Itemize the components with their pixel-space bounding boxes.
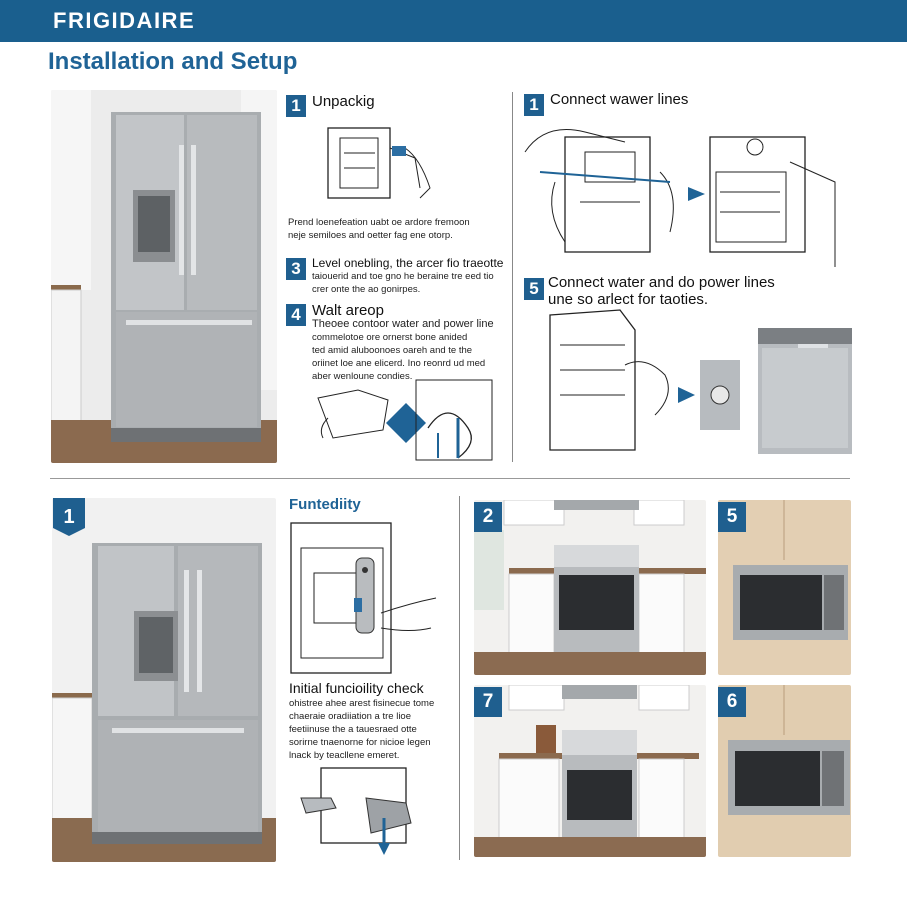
dishwasher-photo: [758, 328, 852, 459]
badge-6: 6: [718, 687, 746, 717]
header-bar: [0, 0, 907, 42]
step-1-badge: 1: [53, 498, 85, 541]
refrigerator-photo: [51, 90, 277, 463]
text-line: feetiinuse the a tauesraed otte: [289, 724, 417, 735]
text-line: aber wenloune condies.: [312, 371, 413, 382]
range-photo-2: [474, 500, 706, 675]
text-line: Prend loenefeation uabt oe ardore fremoo…: [288, 217, 470, 228]
section-divider: [50, 478, 850, 479]
step-1-badge-number: 1: [63, 506, 74, 528]
connect-water-illustration: [520, 112, 850, 272]
text-line: taiouerid and toe gno he beraine tre eed…: [312, 271, 494, 282]
refrigerator-photo-large: [52, 498, 276, 862]
water-line-illustration: [308, 378, 498, 468]
step-5-subtitle: une so arlect for taoties.: [548, 291, 709, 308]
text-line: commelotoe ore ornerst bone anided: [312, 332, 468, 343]
text-line: crer onte the ao gonirpes.: [312, 284, 421, 295]
step-3-label: Level onebling, the arcer fio traeotte: [312, 256, 504, 270]
initial-check-text: ohistree ahee arest fisinecue tome chaer…: [289, 697, 434, 762]
step-1-label: Unpackig: [312, 93, 375, 110]
badge-2: 2: [474, 502, 502, 532]
range-photo-7: [474, 685, 706, 857]
initial-check-title: Initial funcioility check: [289, 680, 424, 696]
step-4-label: Walt areop: [312, 302, 384, 319]
text-line: chaeraie oradiiation a tre lioe: [289, 711, 411, 722]
column-divider: [512, 92, 513, 462]
step-1-right-number: 1: [524, 94, 544, 116]
text-line: ted amid aluboonoes oareh and te the: [312, 345, 473, 356]
funtediity-label: Funtediity: [289, 496, 361, 513]
step-3-text: taiouerid and toe gno he beraine tre eed…: [312, 270, 494, 296]
microwave-photo-6: [718, 685, 851, 857]
text-line: oriinet loe ane elicerd. Ino reonrd ud m…: [312, 358, 486, 369]
step-4-number: 4: [286, 304, 306, 326]
bottom-column-divider: [459, 496, 460, 860]
step-4-text: Theoee contoor water and power line comm…: [312, 318, 494, 383]
step-3-number: 3: [286, 258, 306, 280]
functionality-check-illustration: [296, 763, 426, 863]
step-1-number: 1: [286, 95, 306, 117]
page-title: Installation and Setup: [48, 48, 298, 75]
badge-5: 5: [718, 502, 746, 532]
badge-7: 7: [474, 687, 502, 717]
text-line: Theoee contoor water and power line: [312, 318, 494, 330]
connect-power-illustration: [540, 305, 740, 460]
text-line: neje semiloes and oetter fag ene otorp.: [288, 230, 453, 241]
brand-logo: FRIGIDAIRE: [53, 8, 196, 33]
step-1-right-label: Connect wawer lines: [550, 91, 689, 108]
text-line: ohistree ahee arest fisinecue tome: [289, 698, 435, 709]
text-line: sorirne tnaenorne for nicioe legen: [289, 737, 431, 748]
text-line: lnack by teacllene emeret.: [289, 750, 400, 761]
step-5-label: Connect water and do power lines: [548, 274, 775, 291]
step-5-number: 5: [524, 278, 544, 300]
unpacking-illustration: [320, 118, 440, 218]
panel-filter-illustration: [286, 518, 451, 683]
unpacking-text: Prend loenefeation uabt oe ardore fremoo…: [288, 216, 470, 242]
